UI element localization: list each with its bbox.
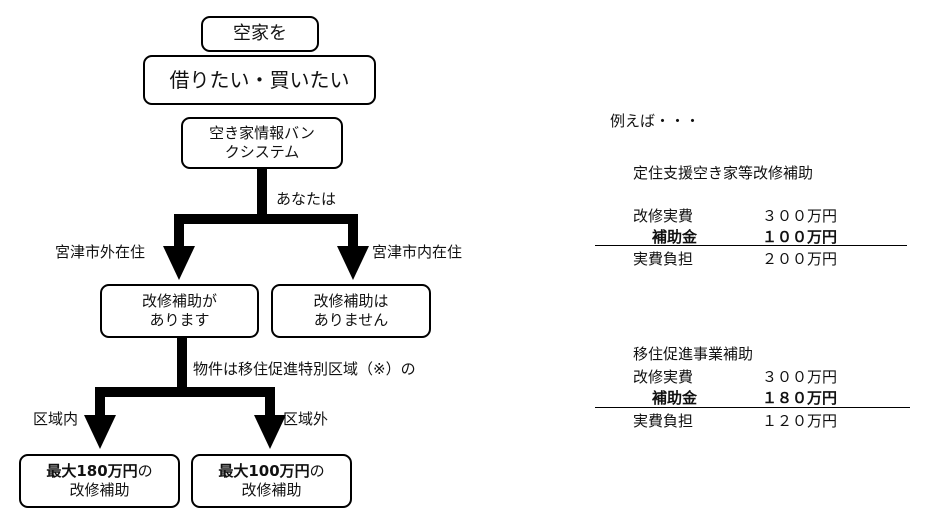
max-180-line-2: 改修補助 <box>69 481 130 499</box>
subsidy2-title: 移住促進事業補助 <box>633 345 754 363</box>
top-box: 空家を <box>201 16 319 52</box>
subsidy1-row-cost-value: ３００万円 <box>762 207 838 225</box>
subsidy2-divider <box>595 407 910 408</box>
arrow-head-in-area <box>84 415 116 449</box>
in-area-label: 区域内 <box>33 410 79 428</box>
arrow-head-left <box>163 246 195 280</box>
vacant-house-bank-box: 空き家情報バン クシステム <box>181 117 343 169</box>
out-area-label: 区域外 <box>283 410 329 428</box>
left-down-connector <box>174 214 184 248</box>
no-subsidy-line-2: ありません <box>313 311 389 329</box>
max-180-amount: 最大180万円 <box>46 462 138 481</box>
subsidy2-row-cost-label: 改修実費 <box>633 368 694 386</box>
subsidy1-row-subsidy-value: １００万円 <box>762 228 838 246</box>
max-180-line-1: 最大180万円の <box>46 462 152 481</box>
bank-line-2: クシステム <box>224 143 300 161</box>
example-heading: 例えば・・・ <box>610 112 701 130</box>
subsidy1-divider <box>595 245 907 246</box>
arrow-head-right <box>337 246 369 280</box>
no-subsidy-line-1: 改修補助は <box>313 292 389 311</box>
anata-label: あなたは <box>276 190 337 208</box>
subsidy1-row-burden-value: ２００万円 <box>762 250 838 268</box>
subsidy2-row-subsidy-value: １８０万円 <box>762 389 838 407</box>
max-180-suffix: の <box>137 462 153 481</box>
subsidy2-row-cost-value: ３００万円 <box>762 368 838 386</box>
right-down-connector-2 <box>265 387 275 417</box>
bank-line-1: 空き家情報バン <box>209 124 315 143</box>
subsidy2-row-subsidy-label: 補助金 <box>652 389 698 407</box>
inside-city-label: 宮津市内在住 <box>372 243 463 261</box>
stem-connector <box>257 169 267 224</box>
max-180-box: 最大180万円の 改修補助 <box>19 454 180 508</box>
subsidy2-row-burden-label: 実費負担 <box>633 412 694 430</box>
max-100-line-1: 最大100万円の <box>218 462 324 481</box>
subsidy1-title: 定住支援空き家等改修補助 <box>633 164 814 182</box>
top-box-label: 空家を <box>233 22 287 44</box>
max-100-line-2: 改修補助 <box>241 481 302 499</box>
max-100-amount: 最大100万円 <box>218 462 310 481</box>
want-rent-buy-label: 借りたい・買いたい <box>169 67 350 92</box>
left-down-connector-2 <box>95 387 105 417</box>
horizontal-connector-2 <box>95 387 275 397</box>
has-subsidy-box: 改修補助が あります <box>100 284 259 338</box>
max-100-suffix: の <box>309 462 325 481</box>
has-subsidy-line-2: あります <box>149 311 210 329</box>
subsidy1-row-subsidy-label: 補助金 <box>652 228 698 246</box>
subsidy1-row-cost-label: 改修実費 <box>633 207 694 225</box>
outside-city-label: 宮津市外在住 <box>55 243 146 261</box>
has-subsidy-line-1: 改修補助が <box>141 292 217 311</box>
stem-connector-2 <box>177 338 187 397</box>
subsidy2-row-burden-value: １２０万円 <box>762 412 838 430</box>
right-down-connector <box>348 214 358 248</box>
arrow-head-out-area <box>254 415 286 449</box>
property-question-label: 物件は移住促進特別区域（※）の <box>193 360 416 378</box>
no-subsidy-box: 改修補助は ありません <box>271 284 431 338</box>
max-100-box: 最大100万円の 改修補助 <box>191 454 352 508</box>
subsidy1-row-burden-label: 実費負担 <box>633 250 694 268</box>
horizontal-connector <box>174 214 358 224</box>
want-rent-buy-box: 借りたい・買いたい <box>143 55 376 105</box>
